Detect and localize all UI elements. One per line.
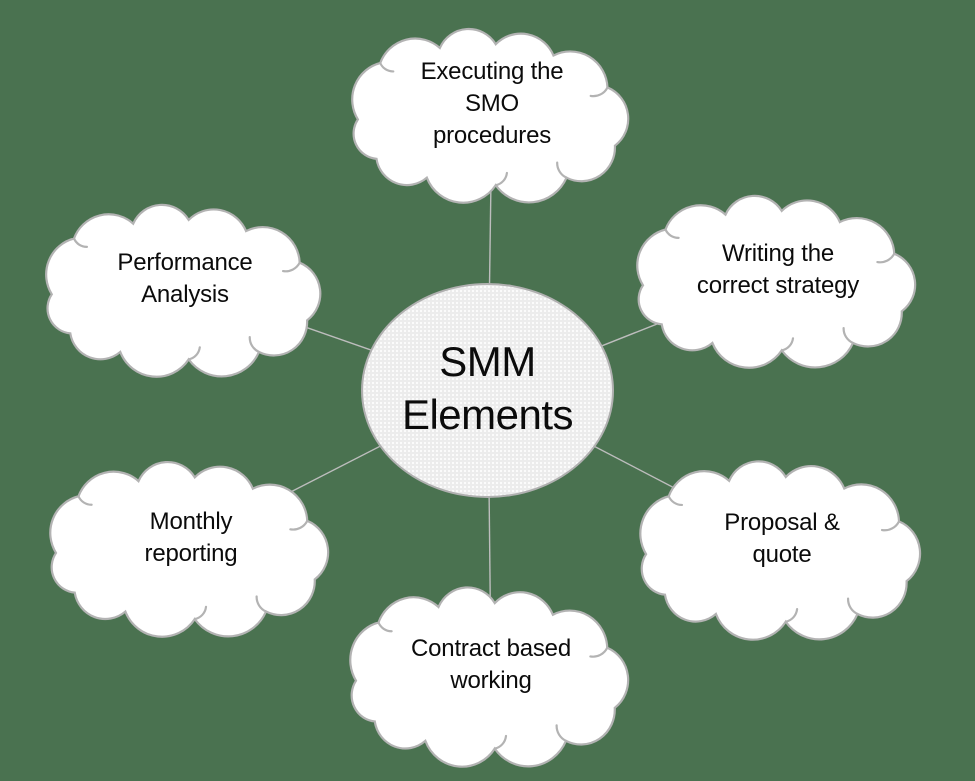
cloud-label-executing-smo-procedures: Executing the SMO procedures [420,58,564,149]
cloud-label-performance-analysis: Performance Analysis [117,249,253,308]
center-ellipse-node: SMM Elements [361,283,614,498]
cloud-label-proposal-quote: Proposal & quote [724,508,840,568]
cloud-node-monthly-reporting: Monthly reporting [41,449,341,638]
cloud-node-proposal-quote: Proposal & quote [631,448,933,641]
cloud-node-writing-correct-strategy: Writing the correct strategy [628,183,928,369]
cloud-node-executing-smo-procedures: Executing the SMO procedures [343,16,641,204]
cloud-label-monthly-reporting: Monthly reporting [144,507,238,567]
center-ellipse-label: SMM Elements [401,337,574,438]
cloud-label-contract-based-working: Contract based working [411,635,571,694]
cloud-node-performance-analysis: Performance Analysis [37,192,333,378]
cloud-node-contract-based-working: Contract based working [341,574,641,768]
cloud-label-writing-correct-strategy: Writing the correct strategy [696,240,860,299]
